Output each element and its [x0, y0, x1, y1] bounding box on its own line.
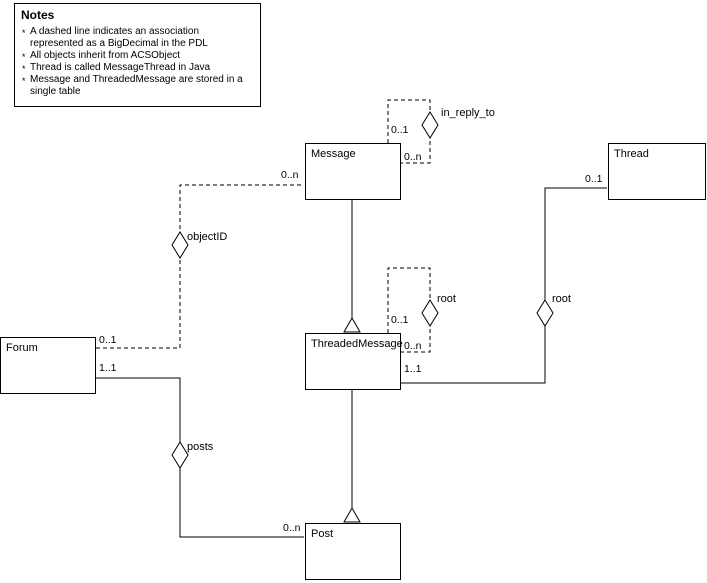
- entity-threaded-message: ThreadedMessage: [305, 333, 403, 390]
- in-reply-to-aggregation-diamond-icon: [421, 111, 439, 139]
- thread-root-line: [401, 187, 607, 384]
- association-label-root-self: root: [437, 293, 456, 305]
- generalization-triangle-icon: [343, 316, 361, 333]
- notes-box: Notes A dashed line indicates an associa…: [14, 3, 261, 107]
- multiplicity: 0..1: [585, 173, 603, 185]
- multiplicity: 0..n: [283, 522, 301, 534]
- in-reply-to-dashed-line: [387, 99, 431, 164]
- root-self-aggregation-diamond-icon: [421, 299, 439, 327]
- root-self-dashed-line: [387, 267, 431, 353]
- multiplicity: 1..1: [99, 362, 117, 374]
- note-item: A dashed line indicates an association r…: [21, 26, 254, 50]
- multiplicity: 0..1: [391, 314, 409, 326]
- association-label-object-id: objectID: [187, 231, 228, 243]
- note-item: Thread is called MessageThread in Java: [21, 62, 254, 75]
- object-id-dashed-line: [96, 184, 304, 349]
- multiplicity: 0..n: [404, 151, 422, 163]
- notes-title: Notes: [21, 8, 55, 22]
- note-item: All objects inherit from ACSObject: [21, 50, 254, 63]
- posts-aggregation-diamond-icon: [171, 441, 189, 469]
- multiplicity: 0..1: [99, 334, 117, 346]
- multiplicity: 0..n: [404, 340, 422, 352]
- thread-root-aggregation-diamond-icon: [536, 299, 554, 327]
- note-item: Message and ThreadedMessage are stored i…: [21, 74, 254, 98]
- multiplicity: 0..n: [281, 169, 299, 181]
- notes-list: A dashed line indicates an association r…: [21, 26, 254, 98]
- entity-message: Message: [305, 143, 401, 200]
- entity-post: Post: [305, 523, 401, 580]
- multiplicity: 1..1: [404, 363, 422, 375]
- generalization-triangle-icon: [343, 506, 361, 523]
- posts-line: [96, 377, 304, 538]
- entity-forum: Forum: [0, 337, 96, 394]
- object-id-aggregation-diamond-icon: [171, 231, 189, 259]
- association-label-thread-root: root: [552, 293, 571, 305]
- association-label-posts: posts: [187, 441, 214, 453]
- association-label-in-reply-to: in_reply_to: [441, 107, 495, 119]
- multiplicity: 0..1: [391, 124, 409, 136]
- entity-thread: Thread: [608, 143, 706, 200]
